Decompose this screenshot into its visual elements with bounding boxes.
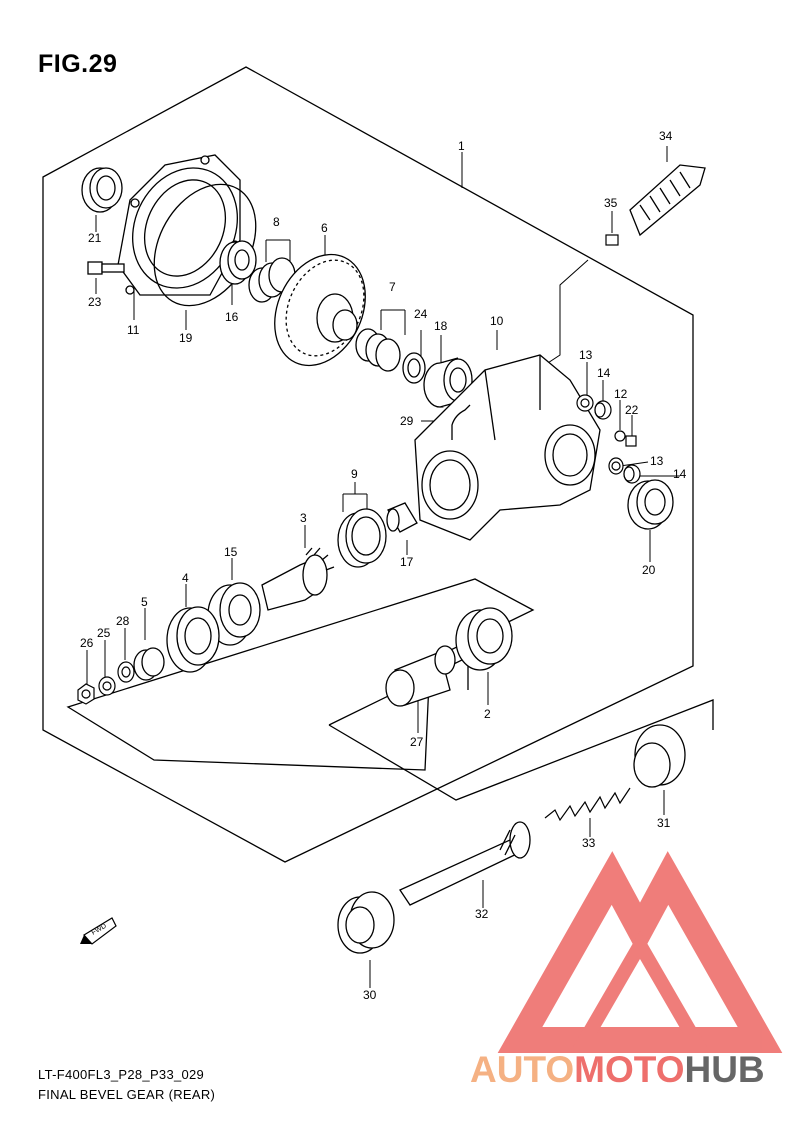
callout-9: 9	[351, 467, 358, 481]
part-11-rear-cover[interactable]	[113, 151, 256, 306]
part-33-spring[interactable]	[544, 787, 631, 822]
part-20-oil-seal[interactable]	[627, 479, 674, 530]
automotohub-watermark: AUTOMOTOHUB	[470, 1049, 765, 1090]
figure-name: FINAL BEVEL GEAR (REAR)	[38, 1087, 216, 1102]
callout-23: 23	[88, 295, 102, 309]
callout-34: 34	[659, 129, 673, 143]
callout-13: 13	[579, 348, 593, 362]
callout-10: 10	[490, 314, 504, 328]
watermark-hub: HUB	[684, 1049, 764, 1090]
callout-31: 31	[657, 816, 671, 830]
callout-5: 5	[141, 595, 148, 609]
callout-12: 12	[614, 387, 628, 401]
callout-8: 8	[273, 215, 280, 229]
callout-25: 25	[97, 626, 111, 640]
part-24-spacer[interactable]	[402, 352, 426, 384]
callout-11: 11	[127, 323, 140, 337]
callout-4: 4	[182, 571, 189, 585]
callout-17: 17	[400, 555, 414, 569]
part-30-boot[interactable]	[337, 891, 395, 954]
part-22-bolt[interactable]	[625, 435, 637, 447]
part-23-bolt[interactable]	[87, 261, 125, 275]
part-9-shim[interactable]	[337, 508, 387, 568]
part-14-plug[interactable]	[594, 400, 612, 420]
part-34-rubber-boot[interactable]	[629, 164, 706, 237]
callout-28: 28	[116, 614, 130, 628]
callout-20: 20	[642, 563, 656, 577]
figure-code: LT-F400FL3_P28_P33_029	[38, 1067, 205, 1082]
part-5-spacer[interactable]	[133, 647, 165, 681]
callout-labels: 1 2 3 4 5 6 7 8 9 10 11 12 13 13 14 14 1…	[80, 129, 687, 1002]
callout-22: 22	[625, 403, 639, 417]
callout-1: 1	[458, 139, 465, 153]
figure-title: FIG.29	[38, 50, 118, 78]
part-21-oil-seal[interactable]	[81, 167, 123, 213]
part-7-shims[interactable]	[355, 328, 401, 372]
watermark-auto: AUTO	[470, 1049, 574, 1090]
part-32-propeller-shaft[interactable]	[399, 821, 531, 906]
watermark-moto: MOTO	[574, 1049, 684, 1090]
part-31-cap[interactable]	[633, 724, 686, 788]
part-2-oil-seal[interactable]	[455, 607, 513, 671]
forward-arrow-icon: FWD	[80, 917, 117, 945]
part-6-bevel-ring-gear[interactable]	[257, 240, 382, 381]
callout-30: 30	[363, 988, 377, 1002]
part-27-coupling[interactable]	[385, 645, 456, 707]
part-16-bearing[interactable]	[219, 240, 257, 285]
part-13b-gasket[interactable]	[608, 457, 624, 475]
callout-32: 32	[475, 907, 489, 921]
callout-13b: 13	[650, 454, 664, 468]
part-29-breather-pipe[interactable]	[451, 404, 471, 440]
callout-29: 29	[400, 414, 414, 428]
part-4-bearing[interactable]	[166, 606, 220, 673]
part-14b-plug[interactable]	[623, 464, 641, 484]
automotohub-logo-icon	[497, 851, 783, 1053]
callout-21: 21	[88, 231, 102, 245]
part-12-washer[interactable]	[614, 430, 626, 442]
callout-16: 16	[225, 310, 239, 324]
svg-text:AUTOMOTOHUB: AUTOMOTOHUB	[470, 1049, 765, 1090]
callout-14: 14	[597, 366, 611, 380]
callout-2: 2	[484, 707, 491, 721]
part-26-nut[interactable]	[77, 683, 95, 705]
part-10-final-gear-case[interactable]	[414, 354, 601, 541]
part-17-needle-bearing[interactable]	[386, 502, 418, 533]
callout-19: 19	[179, 331, 193, 345]
callout-24: 24	[414, 307, 428, 321]
callout-3: 3	[300, 511, 307, 525]
callout-15: 15	[224, 545, 238, 559]
part-28-washer[interactable]	[117, 661, 135, 683]
callout-26: 26	[80, 636, 94, 650]
callout-18: 18	[434, 319, 448, 333]
callout-33: 33	[582, 836, 596, 850]
callout-7: 7	[389, 280, 396, 294]
part-3-bevel-pinion[interactable]	[261, 547, 335, 611]
callout-35: 35	[604, 196, 618, 210]
part-13-gasket[interactable]	[576, 394, 594, 412]
callout-27: 27	[410, 735, 424, 749]
callout-6: 6	[321, 221, 328, 235]
part-35-clamp[interactable]	[605, 234, 619, 246]
part-25-washer[interactable]	[98, 676, 116, 696]
callout-14b: 14	[673, 467, 687, 481]
